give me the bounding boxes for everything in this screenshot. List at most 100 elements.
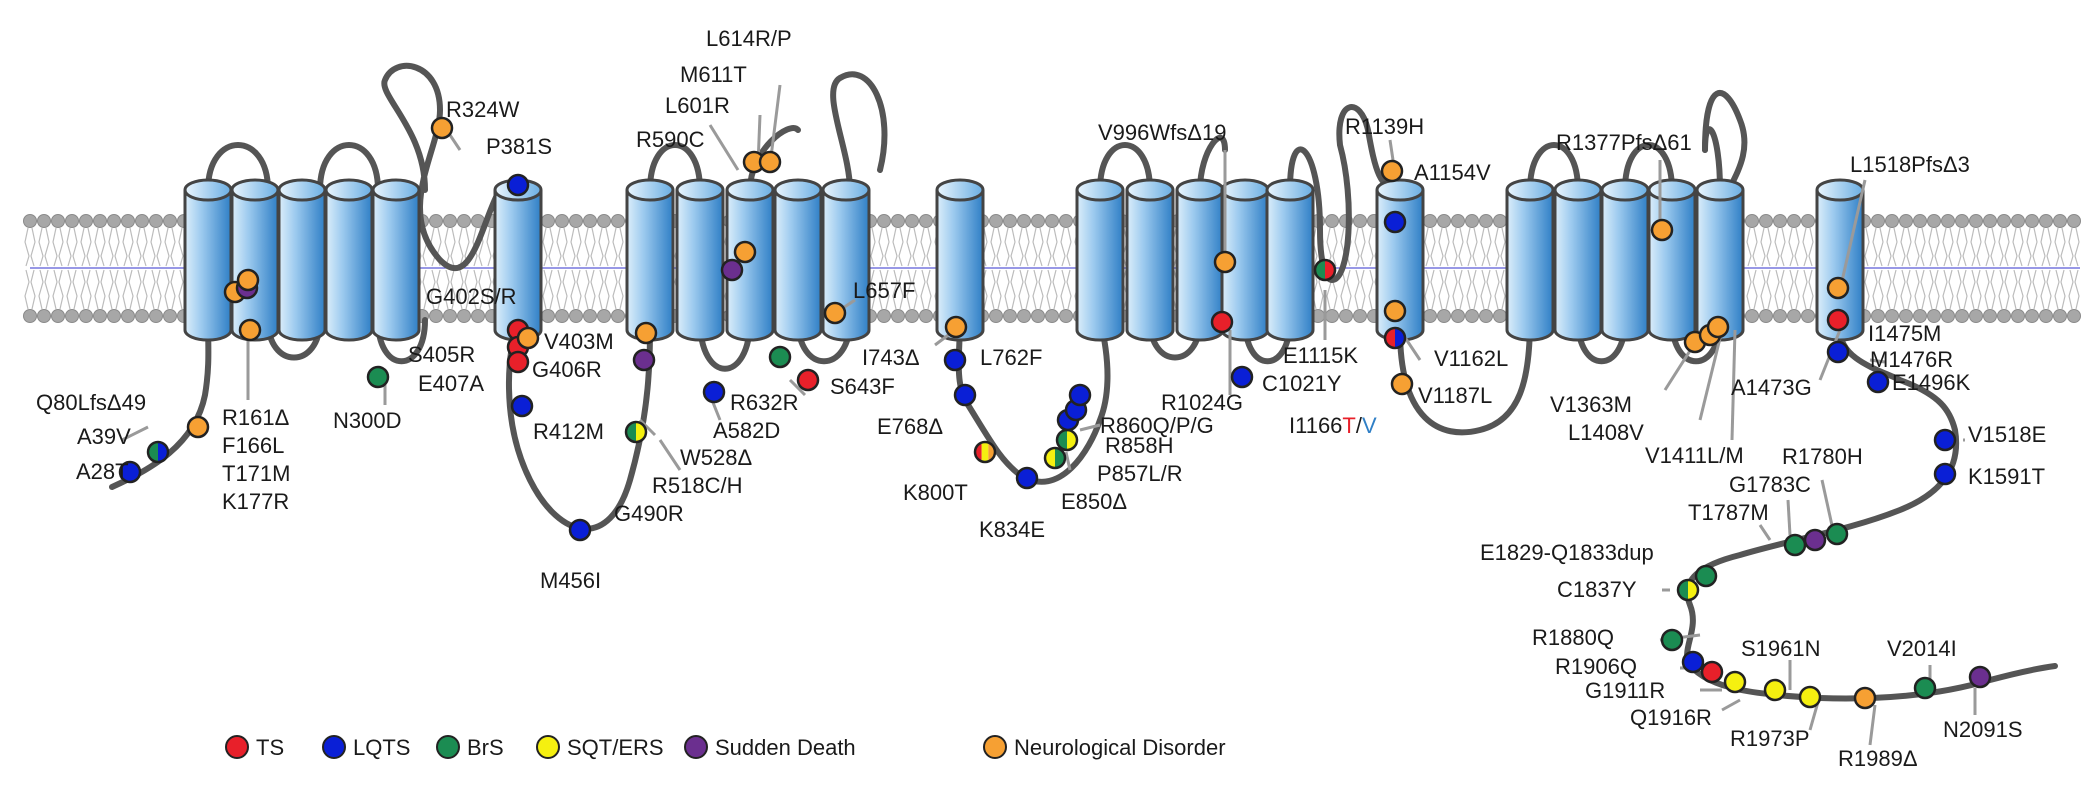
marker-dot xyxy=(506,350,530,374)
lipid-head xyxy=(457,309,471,323)
label-G1911R: G1911R xyxy=(1585,678,1665,703)
mutation-marker-a1154v xyxy=(1383,210,1407,234)
label-S405R: S405R xyxy=(408,342,475,367)
marker-dot xyxy=(1230,365,1254,389)
marker-dot xyxy=(1826,340,1850,364)
transmembrane-helix xyxy=(493,178,543,342)
marker-slice xyxy=(626,422,636,442)
mutation-marker-l601r xyxy=(733,240,757,264)
legend-label-ts: TS xyxy=(256,735,284,760)
marker-dot xyxy=(510,394,534,418)
mutation-marker-l614r xyxy=(758,150,782,174)
label-L762F: L762F xyxy=(980,345,1042,370)
transmembrane-helix xyxy=(1600,178,1650,342)
marker-slice xyxy=(1688,580,1698,600)
mutation-marker-k177r xyxy=(238,318,262,342)
mutation-marker-v1518e xyxy=(1933,428,1957,452)
transmembrane-helix xyxy=(183,178,233,342)
lipid-head xyxy=(1045,214,1059,228)
transmembrane-helix xyxy=(675,178,725,342)
mutation-marker-t1787m xyxy=(1783,533,1807,557)
helix-cap xyxy=(821,178,871,202)
mutation-marker-l657f xyxy=(823,301,847,325)
lipid-head xyxy=(1437,309,1451,323)
helix-cap xyxy=(935,178,985,202)
label-R860Q: R860Q/P/G xyxy=(1100,413,1214,438)
lipid-head xyxy=(1423,214,1437,228)
label-G402S: G402S/R xyxy=(426,284,517,309)
lipid-head xyxy=(611,214,625,228)
lipid-head xyxy=(23,214,37,228)
lipid-head xyxy=(1913,309,1927,323)
lipid-head xyxy=(1325,214,1339,228)
marker-dot xyxy=(1913,676,1937,700)
label-Q1916R: Q1916R xyxy=(1630,705,1712,730)
legend-label-sqt-ers: SQT/ERS xyxy=(567,735,664,760)
marker-slice xyxy=(148,442,158,462)
helix-cap xyxy=(1125,178,1175,202)
mutation-marker-r1880q xyxy=(1660,628,1684,652)
label-Q80Lfs: Q80LfsΔ49 xyxy=(36,390,146,415)
marker-dot xyxy=(366,365,390,389)
helix-body xyxy=(493,190,543,342)
mutation-marker-k1591t xyxy=(1933,462,1957,486)
label-E850: E850Δ xyxy=(1061,489,1127,514)
mutation-marker-e1496k xyxy=(1866,370,1890,394)
helix-cap xyxy=(773,178,823,202)
marker-dot xyxy=(1968,665,1992,689)
lipid-head xyxy=(877,214,891,228)
helix-cap xyxy=(277,178,327,202)
transmembrane-helix xyxy=(1815,178,1865,342)
mutation-marker-r518c xyxy=(634,321,658,345)
lipid-head xyxy=(1759,309,1773,323)
mutation-marker-a28t xyxy=(118,460,142,484)
label-P857: P857L/R xyxy=(1097,461,1183,486)
label-E1115K: E1115K xyxy=(1283,343,1358,368)
leader-line xyxy=(1079,423,1101,432)
marker-dot xyxy=(1826,276,1850,300)
label-L657F: L657F xyxy=(853,278,915,303)
marker-outline xyxy=(973,440,997,464)
mutation-marker-r590c xyxy=(720,258,744,282)
leader-line xyxy=(710,399,722,421)
mutation-marker-v2014i xyxy=(1913,676,1937,700)
mutation-marker-v403m xyxy=(516,326,540,350)
helix-body xyxy=(935,190,985,342)
lipid-head xyxy=(1969,214,1983,228)
mutation-marker-e768 xyxy=(953,383,977,407)
marker-dot xyxy=(1390,372,1414,396)
marker-outline xyxy=(1676,578,1700,602)
lipid-head xyxy=(163,309,177,323)
marker-dot xyxy=(1798,685,1822,709)
mutation-marker-e850 xyxy=(1043,446,1067,470)
helix-body xyxy=(675,190,725,342)
lipid-head xyxy=(79,309,93,323)
helix-cap xyxy=(1075,178,1125,202)
lipid-head xyxy=(163,214,177,228)
label-R1973P: R1973P xyxy=(1730,726,1810,751)
lipid-head xyxy=(1017,309,1031,323)
label-R1906Q: R1906Q xyxy=(1555,654,1637,679)
marker-dot xyxy=(1213,250,1237,274)
marker-dot xyxy=(118,460,142,484)
lipid-head xyxy=(583,214,597,228)
lipid-head xyxy=(569,309,583,323)
label-R518C: R518C/H xyxy=(652,473,742,498)
transmembrane-helix xyxy=(371,178,421,342)
label-V1187L: V1187L xyxy=(1418,383,1492,408)
mutation-marker-l1518 xyxy=(1826,276,1850,300)
lipid-head xyxy=(891,214,905,228)
marker-dot xyxy=(506,173,530,197)
marker-dot xyxy=(1650,218,1674,242)
backbone-segment xyxy=(647,142,703,193)
mutation-marker-g1911r xyxy=(1700,660,1724,684)
lipid-head xyxy=(429,214,443,228)
mutation-marker-q80lfs xyxy=(186,415,210,439)
marker-dot xyxy=(632,348,656,372)
helix-cap xyxy=(324,178,374,202)
marker-outline xyxy=(146,440,170,464)
lipid-head xyxy=(2067,309,2081,323)
marker-dot xyxy=(1694,564,1718,588)
lipid-head xyxy=(569,214,583,228)
